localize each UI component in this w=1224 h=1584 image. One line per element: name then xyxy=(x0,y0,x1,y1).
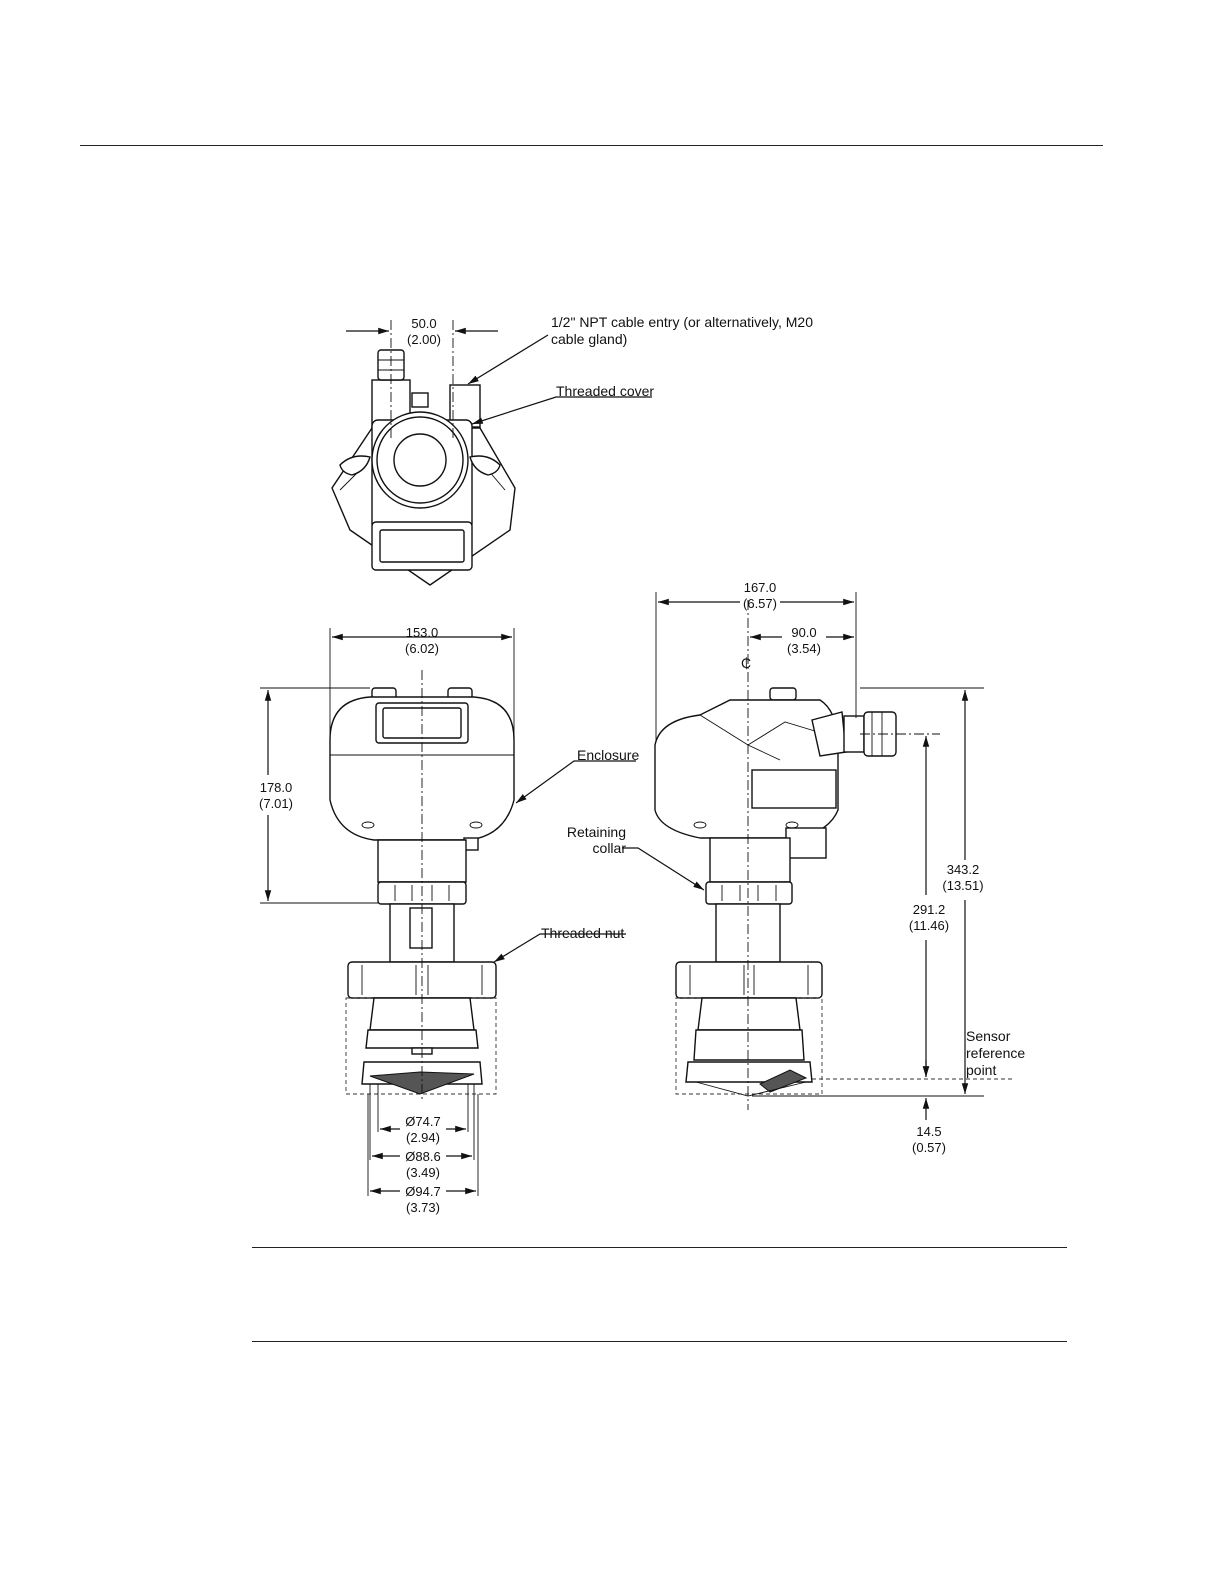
dim-enclosure-height-mm: 178.0 xyxy=(260,780,293,795)
callout-enclosure: Enclosure xyxy=(577,747,639,763)
dim-ref-to-tip-in: (0.57) xyxy=(912,1140,946,1155)
callout-sensor-reference: Sensor xyxy=(966,1028,1011,1044)
callout-cable-entry-cont: cable gland) xyxy=(551,331,627,347)
dim-dia-2-mm: Ø88.6 xyxy=(405,1149,440,1164)
dim-overall-width-in: (6.57) xyxy=(743,596,777,611)
dim-overall-height-in: (13.51) xyxy=(942,878,983,893)
dim-dia-1-mm: Ø74.7 xyxy=(405,1114,440,1129)
centerline-symbol: ₵ xyxy=(741,655,751,671)
callout-threaded-nut: Threaded nut xyxy=(541,925,624,941)
dim-dia-3-in: (3.73) xyxy=(406,1200,440,1215)
dim-gland-to-ref-mm: 291.2 xyxy=(913,902,946,917)
dim-enclosure-width-in: (6.02) xyxy=(405,641,439,656)
dim-gland-from-center-mm: 90.0 xyxy=(791,625,816,640)
dim-ref-to-tip-mm: 14.5 xyxy=(916,1124,941,1139)
dim-gland-offset-mm: 50.0 xyxy=(411,316,436,331)
callout-retaining-collar-cont: collar xyxy=(593,840,627,856)
callout-sensor-reference-2: reference xyxy=(966,1045,1025,1061)
dim-overall-width-mm: 167.0 xyxy=(744,580,777,595)
dim-enclosure-width-mm: 153.0 xyxy=(406,625,439,640)
dim-gland-to-ref-in: (11.46) xyxy=(909,918,949,933)
front-view xyxy=(260,628,636,1196)
side-view xyxy=(622,592,1012,1120)
dim-overall-height-mm: 343.2 xyxy=(947,862,980,877)
callout-sensor-reference-3: point xyxy=(966,1062,996,1078)
callout-retaining-collar: Retaining xyxy=(567,824,626,840)
dim-dia-3-mm: Ø94.7 xyxy=(405,1184,440,1199)
callout-cable-entry: 1/2" NPT cable entry (or alternatively, … xyxy=(551,314,813,330)
dim-dia-1-in: (2.94) xyxy=(406,1130,440,1145)
callout-threaded-cover: Threaded cover xyxy=(556,383,654,399)
dim-gland-offset-in: (2.00) xyxy=(407,332,441,347)
dim-dia-2-in: (3.49) xyxy=(406,1165,440,1180)
dim-enclosure-height-in: (7.01) xyxy=(259,796,293,811)
dim-gland-from-center-in: (3.54) xyxy=(787,641,821,656)
top-view xyxy=(332,320,652,585)
